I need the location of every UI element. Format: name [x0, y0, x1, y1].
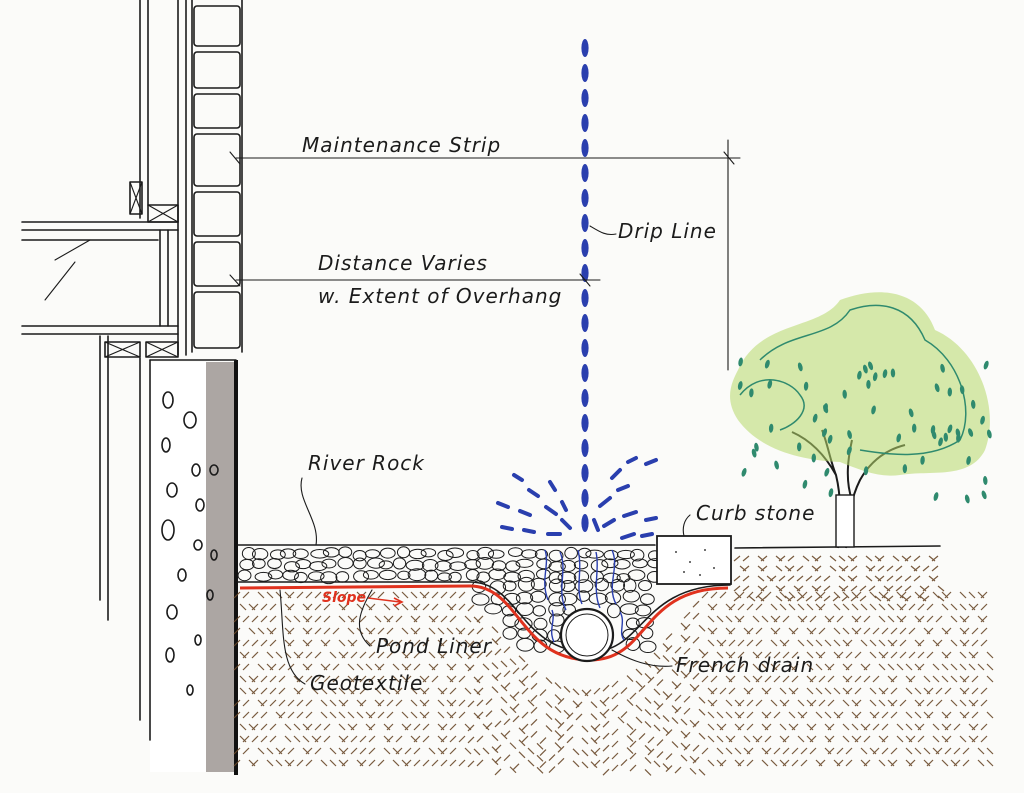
- foundation-wall: [149, 359, 238, 775]
- raindrop-icon: [581, 164, 589, 182]
- raindrop-icon: [581, 464, 589, 482]
- raindrop-icon: [581, 189, 589, 207]
- raindrop-icon: [581, 39, 589, 532]
- raindrop-icon: [581, 364, 589, 382]
- dimension-lines: [229, 139, 741, 371]
- tree-icon: [730, 292, 992, 549]
- raindrop-icon: [581, 139, 589, 157]
- raindrop-icon: [581, 339, 589, 357]
- raindrop-icon: [581, 514, 589, 532]
- drain-pipe-icon: [559, 607, 615, 663]
- label-distance-varies: Distance Varies: [318, 251, 488, 275]
- label-river-rock: River Rock: [308, 451, 425, 475]
- raindrop-icon: [581, 239, 589, 257]
- soil-hatching: [233, 555, 994, 776]
- raindrop-icon: [581, 414, 589, 432]
- river-rock-stones: [237, 546, 664, 654]
- label-pond-liner: Pond Liner: [376, 634, 493, 658]
- label-curb-stone: Curb stone: [696, 501, 815, 525]
- labels: Maintenance Strip Drip Line Distance Var…: [279, 133, 815, 695]
- label-french-drain: French drain: [676, 653, 814, 677]
- label-geotextile: Geotextile: [310, 671, 423, 695]
- water-infiltration: [544, 549, 625, 643]
- floor-framing: [21, 181, 179, 358]
- raindrop-icon: [581, 439, 589, 457]
- curb-stone: [656, 535, 732, 585]
- label-slope: Slope: [322, 590, 366, 606]
- label-extent-of-overhang: w. Extent of Overhang: [318, 284, 562, 308]
- raindrop-icon: [581, 314, 589, 332]
- label-maintenance-strip: Maintenance Strip: [302, 133, 501, 157]
- masonry-blocks: [193, 5, 241, 349]
- splash-lines: [496, 456, 658, 540]
- river-rock-bed: [237, 544, 941, 654]
- raindrop-icon: [581, 64, 589, 82]
- raindrop-icon: [581, 214, 589, 232]
- aggregate-stones: [161, 391, 219, 696]
- raindrop-icon: [581, 114, 589, 132]
- raindrop-icon: [581, 289, 589, 307]
- raindrop-icon: [581, 39, 589, 57]
- building-wall: [21, 0, 243, 721]
- label-drip-line: Drip Line: [618, 219, 717, 243]
- raindrop-icon: [581, 89, 589, 107]
- raindrop-icon: [581, 389, 589, 407]
- raindrop-icon: [581, 489, 589, 507]
